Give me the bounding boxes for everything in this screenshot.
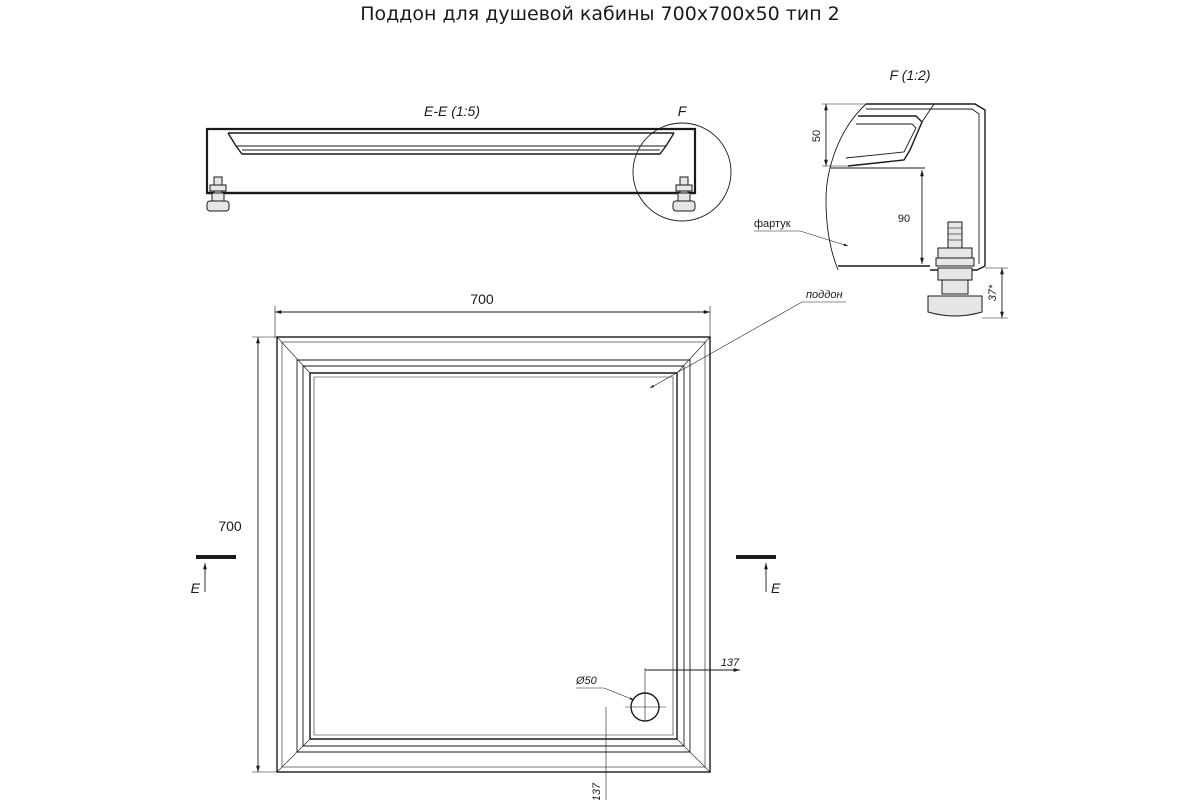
corner-miter-tl [276,336,311,374]
dim-foot-label: 37* [987,284,999,301]
section-rim-profile [227,132,675,155]
detail-inner-shell [866,108,980,264]
dim-height-label: 50 [811,130,823,142]
section-mark-left: E [191,555,236,596]
tray-leader [649,301,846,389]
plan-view: 700 700 поддон 137 137 Ø50 [191,289,846,800]
detail-rim-profile-inner [845,123,917,159]
tray-outer-lip [281,341,706,768]
tray-outer-edge [276,336,711,773]
drain-leader [576,687,635,701]
detail-view-label: F (1:2) [890,67,931,83]
dim-drain-x-label: 137 [721,657,740,669]
dim-width-label: 700 [470,291,494,307]
right-adjustable-foot [672,176,696,212]
dim-drain-y-label: 137 [591,782,603,800]
apron-leader [754,230,849,247]
detail-f-callout: F [678,103,688,119]
detail-break-line [825,103,867,271]
section-mark-right-letter: E [771,580,781,596]
detail-view-f: F (1:2) 50 90 [754,67,1008,319]
tray-floor [313,376,674,736]
detail-rim-edge [921,103,935,123]
section-tray-body [205,127,697,195]
tray-callout-label: поддон [806,289,843,301]
section-view-label: E-E (1:5) [424,103,480,119]
section-mark-right: E [736,555,781,596]
drawing-title: Поддон для душевой кабины 700х700х50 тип… [360,3,840,25]
detail-adjustable-foot [927,221,983,317]
left-adjustable-foot [206,176,230,212]
detail-f-circle [632,122,732,222]
corner-miter-br [676,738,711,773]
dim-height-plan-label: 700 [218,518,242,534]
apron-callout-label: фартук [754,218,791,230]
tray-rim-contour [296,359,691,753]
detail-rim-profile [847,115,923,167]
section-view-ee: E-E (1:5) F [205,103,732,222]
corner-miter-tr [676,336,711,374]
drain-diameter-label: Ø50 [575,675,598,687]
corner-miter-bl [276,738,311,773]
dim-leg-label: 90 [898,213,910,225]
tray-rim-inner [302,365,685,747]
tray-floor-edge [309,372,678,740]
detail-outer-shell [866,103,986,271]
section-mark-left-letter: E [191,580,201,596]
